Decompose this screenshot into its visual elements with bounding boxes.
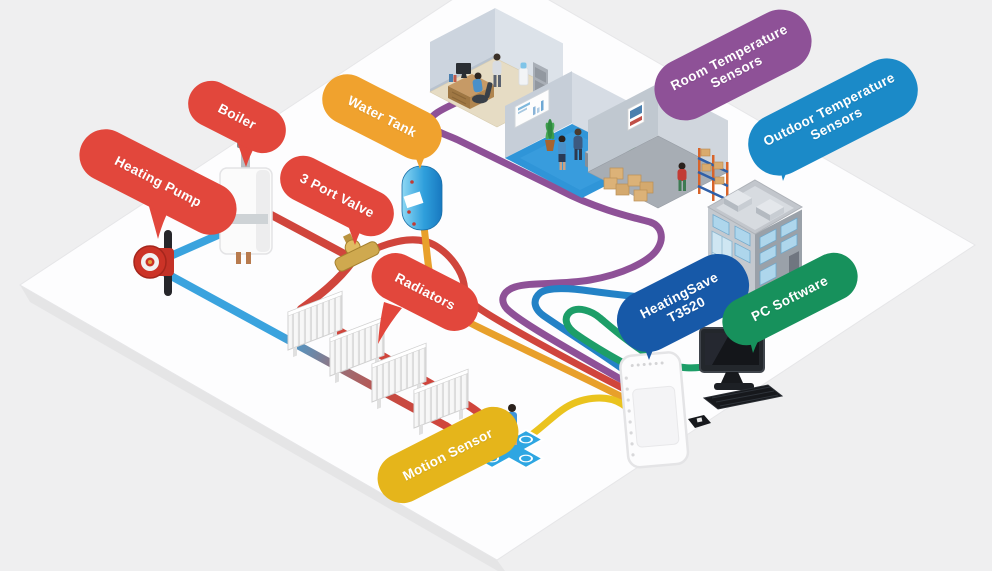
pc-mouse (688, 415, 711, 428)
warehouse-left-wall (588, 83, 658, 172)
reception-left-wall (505, 71, 572, 158)
person-standing-office (492, 53, 502, 87)
presentation-board (514, 88, 550, 129)
pallet-racking (697, 148, 729, 206)
radiators-label-text: Radiators (392, 269, 458, 314)
person-warehouse-worker (677, 162, 687, 191)
office-chair (472, 82, 493, 104)
person-reception-1 (558, 135, 566, 170)
pc-keyboard (702, 384, 784, 410)
roof-unit-2 (756, 199, 784, 221)
water-tank-unit (401, 165, 443, 231)
warehouse-boxes (603, 167, 654, 202)
person-sitting (472, 72, 483, 93)
controller-unit (619, 351, 690, 469)
office-monitor (456, 63, 471, 74)
heating-pump-unit (133, 230, 174, 296)
radiators-label-tail (378, 302, 402, 344)
plant-1 (545, 119, 555, 151)
pipe-boiler-to-valve (258, 206, 356, 262)
person-reception-2 (573, 128, 583, 160)
boiler-label-text: Boiler (215, 100, 259, 133)
platform-shadow (20, 285, 505, 571)
roof-unit-1 (724, 190, 752, 212)
pipe-radiator-return (156, 266, 450, 430)
boiler-unit (219, 142, 273, 264)
radiator-4 (413, 368, 469, 436)
office-room (429, 8, 564, 128)
water-cooler (518, 62, 529, 86)
three-port-valve-unit (334, 233, 380, 272)
